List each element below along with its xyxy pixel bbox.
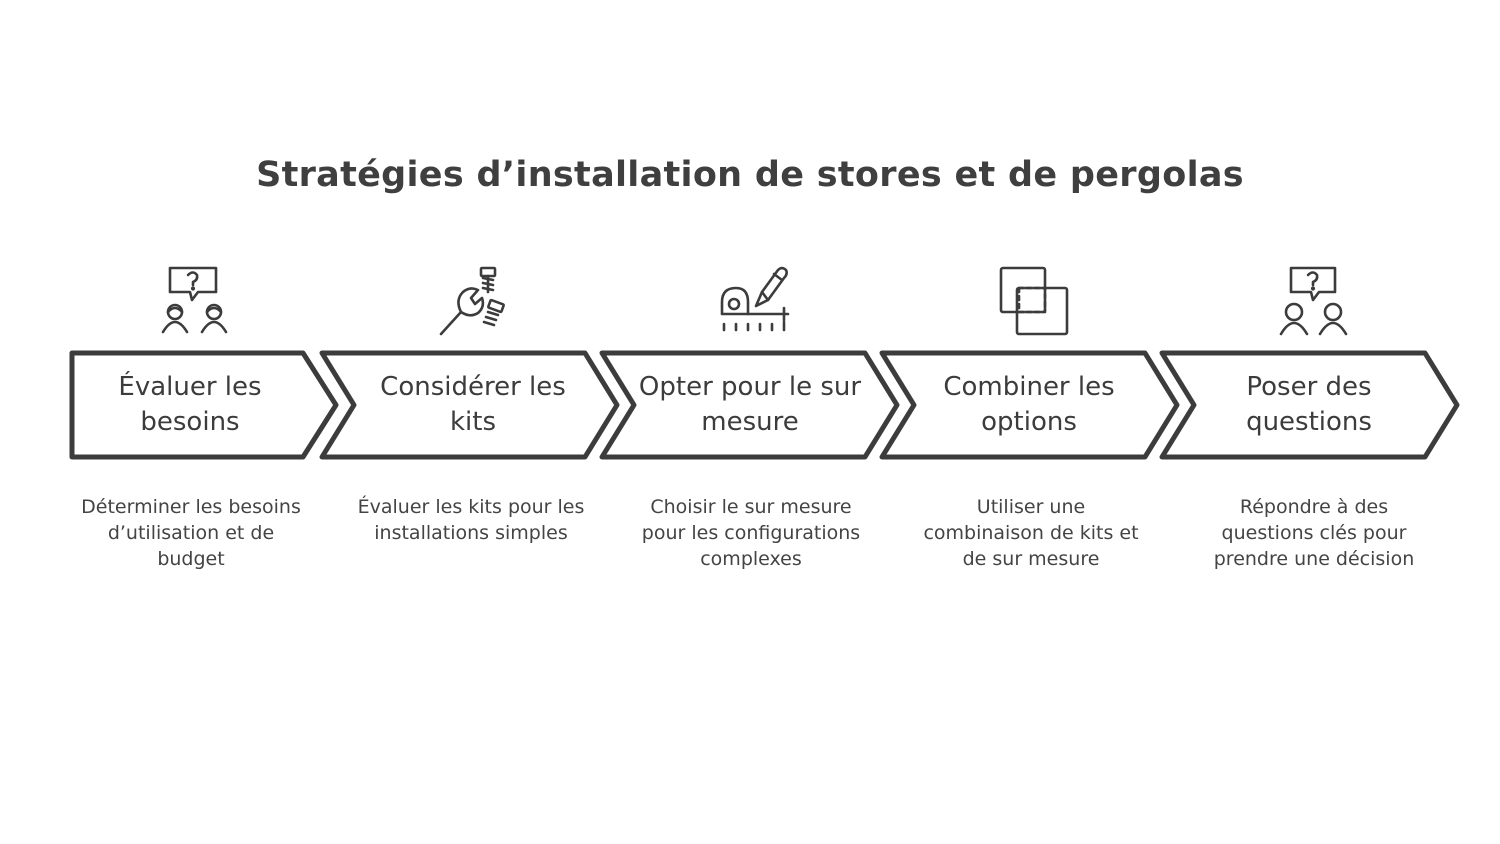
overlapping-squares-icon (993, 262, 1073, 340)
tape-measure-pencil-icon (712, 262, 792, 340)
step-1-description: Déterminer les besoins d’utilisation et … (81, 496, 301, 570)
step-2-label: Considérer les kits (380, 372, 566, 437)
step-3-chevron (599, 350, 900, 460)
step-4-label: Combiner les options (943, 372, 1115, 437)
step-5-chevron (1159, 350, 1460, 460)
diagram-title: Stratégies d’installation de stores et d… (256, 155, 1244, 195)
wrench-bolts-icon (433, 262, 513, 340)
step-5-label: Poser des questions (1246, 372, 1372, 437)
step-3-label: Opter pour le sur mesure (638, 372, 862, 437)
people-question-icon (1273, 262, 1353, 340)
people-question-icon (154, 262, 234, 340)
step-1-chevron (69, 350, 339, 460)
step-1-label: Évaluer les besoins (118, 372, 262, 437)
step-2-chevron (319, 350, 620, 460)
step-2-description: Évaluer les kits pour les installations … (357, 496, 585, 544)
step-4-description: Utiliser une combinaison de kits et de s… (923, 496, 1139, 570)
step-5-description: Répondre à des questions clés pour prend… (1213, 496, 1415, 570)
step-4-chevron (879, 350, 1180, 460)
step-3-description: Choisir le sur mesure pour les configura… (641, 496, 861, 570)
